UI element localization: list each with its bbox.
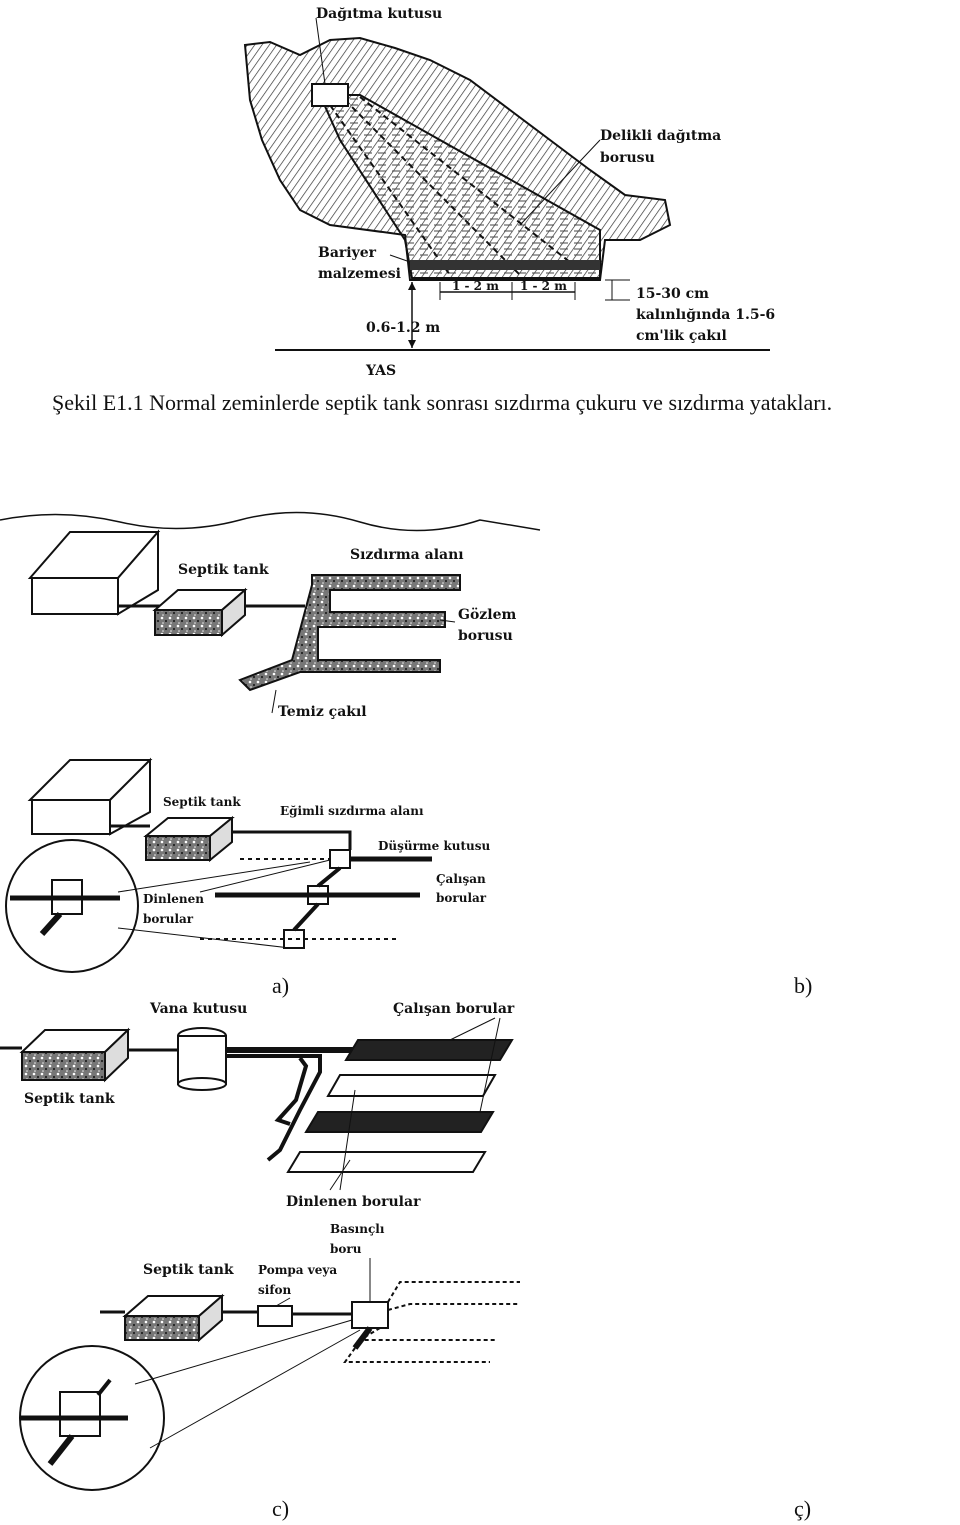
working-bed-1	[344, 1039, 514, 1061]
house-wall	[31, 577, 119, 615]
pump-box	[257, 1305, 293, 1327]
drop-box-1	[329, 849, 351, 869]
label-a-seepage-area: Sızdırma alanı	[350, 547, 464, 563]
label-c-resting-pipes: Dinlenen borular	[286, 1194, 421, 1210]
label-b-septic-tank: Septik tank	[163, 795, 241, 809]
label-spacing-2: 1 - 2 m	[520, 279, 567, 293]
label-c-valve-box: Vana kutusu	[149, 1001, 247, 1017]
septic-tank	[154, 609, 223, 636]
label-cc-pump-2: sifon	[258, 1283, 291, 1297]
perforated-pipe-2	[344, 99, 521, 276]
figure-caption: Şekil E1.1 Normal zeminlerde septik tank…	[52, 390, 833, 415]
label-cc-pressure-2: boru	[330, 1242, 362, 1256]
label-b-resting-2: borular	[143, 912, 194, 926]
panel-a-diagram: Septik tank Sızdırma alanı Gözlem borusu…	[0, 511, 541, 720]
label-a-septic-tank: Septik tank	[178, 562, 269, 578]
label-groundwater: YAS	[365, 363, 396, 379]
gravel-bed	[318, 94, 601, 279]
label-b-working-1: Çalışan	[436, 872, 486, 886]
label-cc-septic-tank: Septik tank	[143, 1262, 234, 1278]
panel-cc-letter: ç)	[794, 1496, 812, 1521]
label-perforated-pipe-2: borusu	[600, 150, 655, 166]
label-c-septic-tank: Septik tank	[24, 1091, 115, 1107]
seepage-field	[238, 574, 461, 692]
panel-a-letter: a)	[272, 973, 290, 998]
label-a-observation-1: Gözlem	[458, 607, 516, 623]
lateral-4	[356, 1327, 495, 1341]
lateral-2	[387, 1303, 520, 1311]
barrier-material	[410, 260, 600, 270]
distribution-box	[311, 83, 349, 107]
label-b-sloped-area: Eğimli sızdırma alanı	[280, 804, 424, 818]
label-gravel-3: cm'lik çakıl	[636, 328, 727, 344]
trench-diagram: Dağıtma kutusu Delikli dağıtma borusu Ba…	[243, 6, 775, 379]
panel-cc-diagram: Basınçlı boru Septik tank Pompa veya sif…	[19, 1222, 520, 1491]
label-spacing-1: 1 - 2 m	[452, 279, 499, 293]
label-cc-pressure-1: Basınçlı	[330, 1222, 385, 1236]
panel-b-letter: b)	[794, 973, 813, 998]
label-c-working-pipes: Çalışan borular	[393, 1001, 515, 1017]
label-distribution-box: Dağıtma kutusu	[316, 6, 442, 22]
panel-b-diagram: Septik tank Eğimli sızdırma alanı Düşürm…	[5, 757, 491, 973]
drop-box-3	[283, 929, 305, 949]
label-gravel-1: 15-30 cm	[636, 286, 709, 302]
septic-tank-c	[21, 1051, 106, 1081]
resting-bed-2	[286, 1151, 487, 1173]
label-b-resting-1: Dinlenen	[143, 892, 204, 906]
lateral-3	[343, 1347, 490, 1363]
label-perforated-pipe-1: Delikli dağıtma	[600, 128, 721, 144]
label-depth: 0.6-1.2 m	[366, 320, 440, 336]
label-b-working-2: borular	[436, 891, 487, 905]
label-b-drop-box: Düşürme kutusu	[378, 839, 491, 853]
panel-c-diagram: Vana kutusu Çalışan borular Septik tank …	[0, 1001, 515, 1210]
working-bed-2	[304, 1111, 495, 1133]
label-barrier-1: Bariyer	[318, 245, 377, 261]
resting-bed-1	[326, 1074, 497, 1097]
label-barrier-2: malzemesi	[318, 266, 401, 282]
septic-tank-cc	[124, 1315, 200, 1341]
label-gravel-2: kalınlığında 1.5-6	[636, 307, 775, 323]
label-a-clean-gravel: Temiz çakıl	[278, 704, 367, 720]
pressure-manifold	[351, 1301, 389, 1329]
septic-tank-b	[145, 835, 211, 861]
perforated-pipe-3	[359, 96, 581, 271]
perforated-pipe-1	[329, 104, 451, 276]
lateral-1	[387, 1281, 520, 1303]
label-cc-pump-1: Pompa veya	[258, 1263, 337, 1277]
panel-c-letter: c)	[272, 1496, 290, 1521]
valve-box	[177, 1035, 227, 1085]
label-a-observation-2: borusu	[458, 628, 513, 644]
